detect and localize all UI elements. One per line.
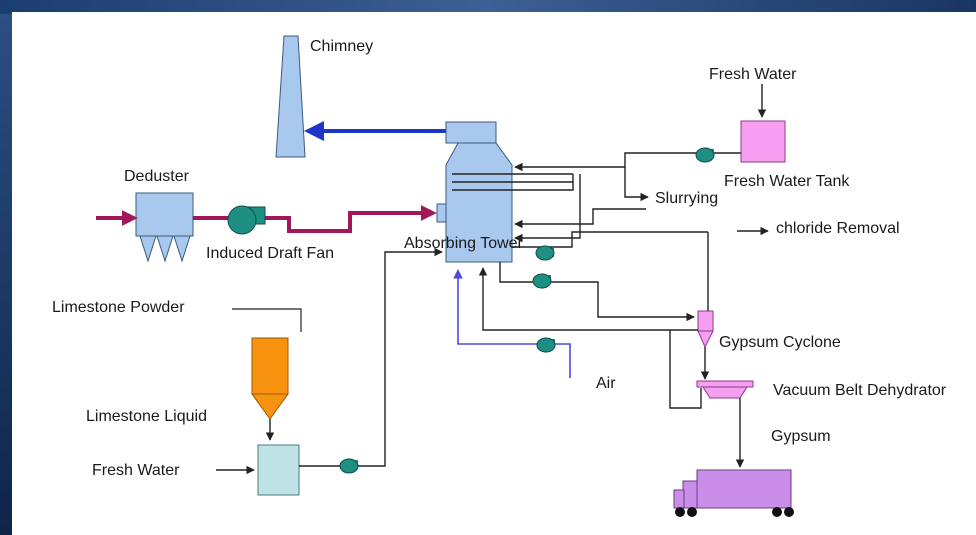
- label-fresh-water-bottom: Fresh Water: [92, 462, 180, 479]
- limestone-silo: [252, 338, 288, 394]
- fgd-process-diagram: Chimney Absorbing Tower Deduster Induced…: [12, 12, 976, 535]
- vacuum-belt: [697, 381, 753, 387]
- label-chimney: Chimney: [310, 38, 373, 55]
- label-fresh-water-tank: Fresh Water Tank: [724, 173, 850, 190]
- limestone-slurry-tank: [258, 445, 299, 495]
- diagram-canvas: [12, 12, 976, 535]
- label-limestone-powder: Limestone Powder: [52, 299, 185, 316]
- limestone-slurry-pump: [340, 459, 358, 473]
- deduster: [136, 193, 193, 236]
- label-absorbing-tower: Absorbing Tower: [404, 235, 524, 252]
- label-air: Air: [596, 375, 616, 392]
- label-vacuum-belt-dehydrator: Vacuum Belt Dehydrator: [773, 382, 947, 399]
- label-chloride-removal: chloride Removal: [776, 220, 900, 237]
- bleed-pump: [533, 274, 551, 288]
- label-gypsum-cyclone: Gypsum Cyclone: [719, 334, 841, 351]
- label-induced-draft-fan: Induced Draft Fan: [206, 245, 334, 262]
- fresh-water-tank: [741, 121, 785, 162]
- label-slurrying: Slurrying: [655, 190, 718, 207]
- label-limestone-liquid: Limestone Liquid: [86, 408, 207, 425]
- recirculation-pump: [536, 246, 554, 260]
- vacuum-belt-tray: [703, 387, 747, 398]
- label-fresh-water-top: Fresh Water: [709, 66, 797, 83]
- tower-outlet: [446, 122, 496, 143]
- tower-inlet: [437, 204, 446, 222]
- air-blower: [537, 338, 555, 352]
- label-deduster: Deduster: [124, 168, 190, 185]
- gypsum-cyclone: [698, 311, 713, 331]
- label-gypsum: Gypsum: [771, 428, 831, 445]
- fresh-water-pump: [696, 148, 714, 162]
